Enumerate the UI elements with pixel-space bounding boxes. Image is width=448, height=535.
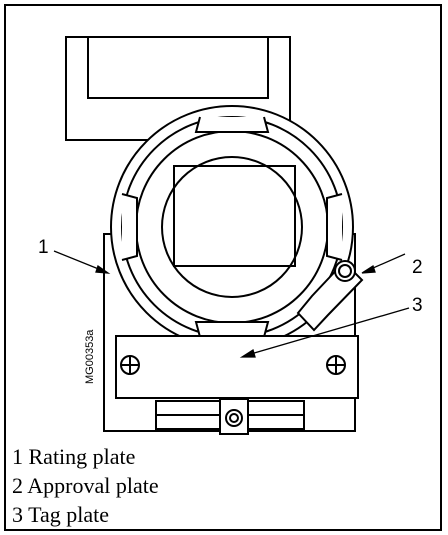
bottom-lug: [219, 398, 249, 435]
tag-screw-right: [326, 355, 346, 375]
drawing-code: MG00353a: [84, 329, 96, 384]
callout-1: 1: [38, 237, 49, 258]
callout-3-arrowhead: [239, 348, 256, 358]
legend-approval-plate: 2 Approval plate: [12, 473, 159, 498]
bottom-screw: [225, 409, 243, 427]
cover-rib-top: [194, 116, 270, 133]
approval-screw: [334, 260, 356, 282]
callout-2: 2: [412, 257, 423, 278]
callout-3: 3: [412, 295, 423, 316]
display-window: [173, 165, 296, 267]
legend-tag-plate: 3 Tag plate: [12, 502, 110, 527]
tag-screw-left: [120, 355, 140, 375]
cover-rib-bottom: [194, 321, 270, 338]
tag-plate: [115, 335, 359, 399]
callout-1-arrowhead: [95, 264, 111, 274]
callout-2-arrowhead: [361, 265, 376, 274]
legend: 1 Rating plate 2 Approval plate 3 Tag pl…: [12, 442, 159, 529]
approval-screw-inner: [338, 264, 352, 278]
callout-3-line: [243, 307, 410, 357]
cover-rib-right: [326, 193, 343, 261]
legend-rating-plate: 1 Rating plate: [12, 444, 136, 469]
cover-glass: [161, 156, 303, 298]
cover-rib-left: [121, 193, 138, 261]
top-bracket-inner: [87, 37, 269, 99]
